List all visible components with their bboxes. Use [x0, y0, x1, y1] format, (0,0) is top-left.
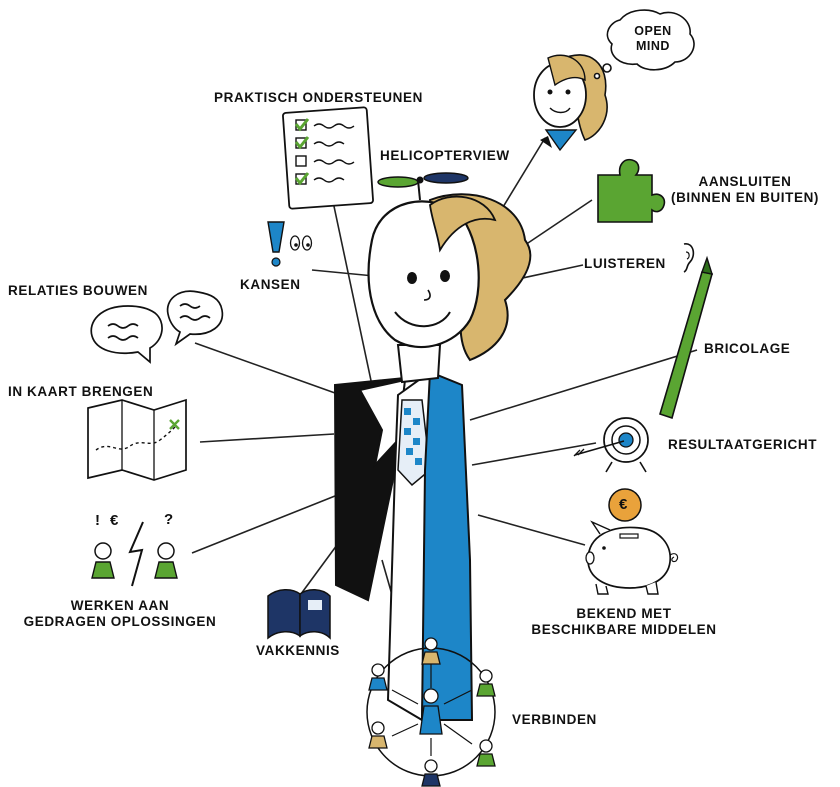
- label-kansen: KANSEN: [240, 277, 301, 292]
- label-werken-aan: WERKEN AAN GEDRAGEN OPLOSSINGEN: [10, 598, 230, 630]
- propeller-icon: [377, 172, 469, 201]
- label-bekend-met: BEKEND MET BESCHIKBARE MIDDELEN: [518, 606, 730, 638]
- people-conflict-icon: [91, 521, 178, 587]
- label-praktisch-ondersteunen: PRAKTISCH ONDERSTEUNEN: [214, 90, 423, 105]
- question-symbol: ?: [164, 511, 174, 528]
- aansluiten-line-1: AANSLUITEN: [698, 174, 792, 189]
- label-bricolage: BRICOLAGE: [704, 341, 791, 356]
- connector-lines: [191, 137, 698, 641]
- open-mind-label: OPEN MIND: [628, 24, 678, 54]
- jacket-lapel: [358, 378, 407, 469]
- paintbrush-icon: [659, 255, 714, 420]
- werken-line-1: WERKEN AAN: [70, 598, 170, 613]
- piggy-bank-icon: [585, 488, 679, 595]
- blue-dress: [420, 370, 474, 721]
- euro-symbol: €: [110, 512, 119, 529]
- label-luisteren: LUISTEREN: [584, 256, 666, 271]
- puzzle-piece-icon: [597, 158, 666, 223]
- target-icon: [573, 417, 649, 473]
- open-mind-line-2: MIND: [636, 39, 670, 53]
- exclaim-symbol: !: [95, 512, 101, 529]
- ear-icon: [683, 243, 695, 273]
- label-aansluiten: AANSLUITEN (BINNEN EN BUITEN): [655, 174, 835, 206]
- central-figure: [333, 172, 532, 722]
- map-icon: [87, 398, 187, 481]
- aansluiten-line-2: (BINNEN EN BUITEN): [670, 190, 820, 205]
- label-vakkennis: VAKKENNIS: [256, 643, 340, 658]
- bekend-line-2: BESCHIKBARE MIDDELEN: [531, 622, 717, 637]
- head: [367, 200, 480, 349]
- label-helicopterview: HELICOPTERVIEW: [380, 148, 510, 163]
- book-icon: [267, 589, 331, 640]
- open-mind-line-1: OPEN: [634, 24, 672, 38]
- open-mind-figure: [533, 54, 608, 152]
- checkered-tie: [397, 399, 431, 487]
- bekend-line-1: BEKEND MET: [576, 606, 672, 621]
- label-in-kaart-brengen: IN KAART BRENGEN: [8, 384, 154, 399]
- network-icon: [366, 637, 496, 787]
- label-resultaatgericht: RESULTAATGERICHT: [668, 437, 818, 452]
- label-relaties-bouwen: RELATIES BOUWEN: [8, 283, 148, 298]
- coin-euro-symbol: €: [619, 496, 628, 513]
- checklist-icon: [282, 106, 374, 210]
- thought-bubble-icon: [593, 9, 695, 80]
- speech-bubbles-icon: [90, 290, 224, 364]
- exclamation-eyes-icon: [267, 221, 313, 267]
- label-verbinden: VERBINDEN: [512, 712, 597, 727]
- werken-line-2: GEDRAGEN OPLOSSINGEN: [23, 614, 217, 629]
